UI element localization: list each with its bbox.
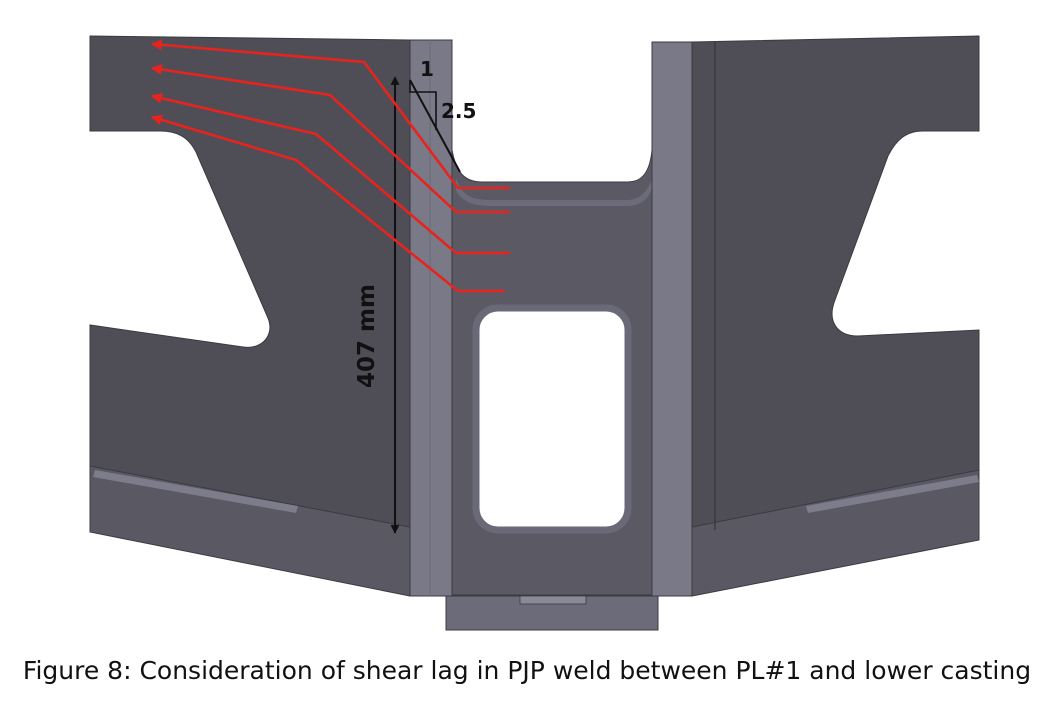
- access-hole: [472, 304, 632, 534]
- left-casting-arm: [89, 35, 411, 541]
- dimension-label: 407 mm: [354, 284, 380, 388]
- shear-flow-arrows: [150, 39, 510, 293]
- figure-caption: Figure 8: Consideration of shear lag in …: [22, 656, 1032, 685]
- right-casting-arm: [691, 35, 980, 541]
- shear-flow-arrow-1: [150, 39, 510, 190]
- shear-flow-arrow-3: [150, 92, 510, 255]
- slope-triangle: [409, 80, 437, 130]
- notch-lip: [456, 178, 652, 206]
- shear-lag-figure: 1 2.5 407 mm: [89, 35, 980, 631]
- right-plate: [651, 41, 693, 597]
- slope-run-label: 2.5: [441, 99, 476, 123]
- left-plate-pl1: [409, 39, 453, 597]
- shear-flow-arrow-4: [150, 114, 505, 293]
- bevel-slope-line: [409, 79, 461, 173]
- shear-flow-arrow-2: [150, 64, 510, 214]
- lower-casting-tab: [519, 595, 587, 605]
- left-flange-strip: [93, 470, 298, 513]
- right-flange-strip: [806, 475, 979, 513]
- slope-rise-label: 1: [420, 57, 434, 81]
